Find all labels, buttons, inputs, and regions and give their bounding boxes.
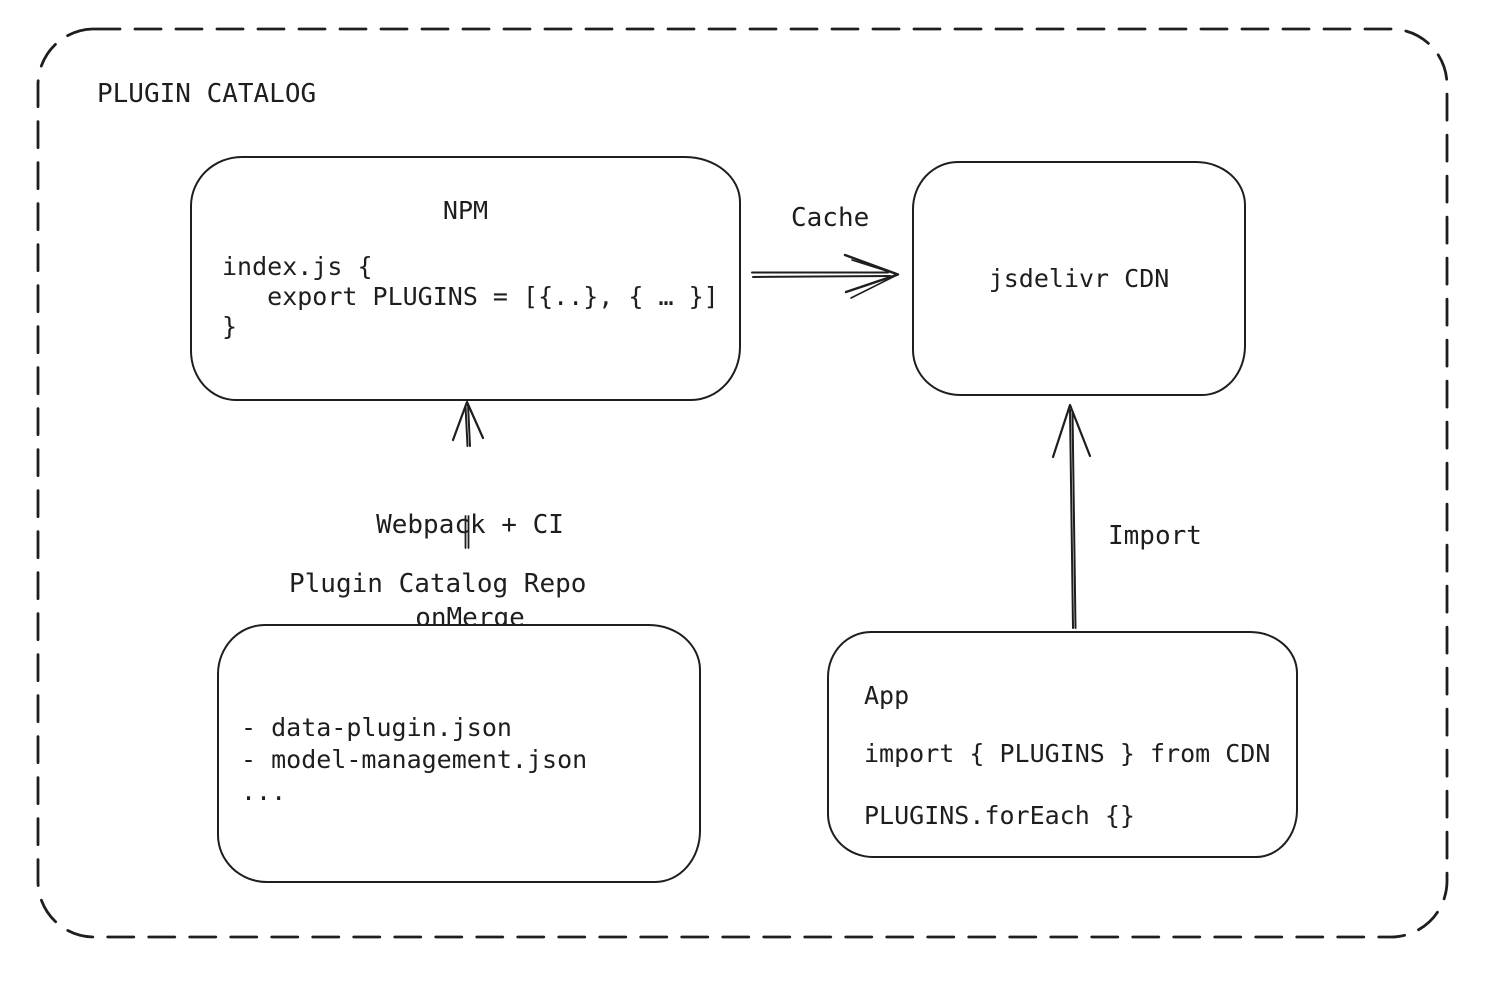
repo-file-item: - model-management.json — [241, 745, 588, 774]
npm-code-block: index.js { export PLUGINS = [{..}, { … }… — [222, 252, 719, 342]
npm-node-title: NPM — [442, 196, 489, 225]
build-edge-label-line1: Webpack + CI — [376, 510, 564, 540]
npm-code-line: } — [222, 312, 238, 341]
app-code-line: import { PLUGINS } from CDN — [864, 739, 1271, 768]
npm-code-line: export PLUGINS = [{..}, { … }] — [222, 282, 719, 311]
import-edge-label: Import — [1108, 521, 1202, 551]
cache-arrow — [751, 253, 900, 299]
repo-node-label: Plugin Catalog Repo — [289, 569, 587, 599]
build-arrow — [451, 400, 485, 447]
repo-file-item: ... — [241, 777, 287, 806]
import-arrow — [1051, 403, 1092, 629]
app-code-line: PLUGINS.forEach {} — [864, 801, 1135, 830]
cdn-node: jsdelivr CDN — [912, 161, 1246, 396]
app-node-title: App — [864, 681, 910, 710]
repo-file-list: - data-plugin.json - model-management.js… — [241, 712, 587, 808]
cache-edge-label: Cache — [791, 203, 870, 233]
diagram-title: PLUGIN CATALOG — [97, 79, 317, 109]
npm-node: NPM index.js { export PLUGINS = [{..}, {… — [190, 156, 741, 401]
repo-node: - data-plugin.json - model-management.js… — [217, 624, 701, 883]
app-node: App import { PLUGINS } from CDN PLUGINS.… — [827, 631, 1298, 858]
repo-file-item: - data-plugin.json — [241, 713, 512, 742]
cdn-node-label: jsdelivr CDN — [988, 263, 1170, 293]
npm-code-line: index.js { — [222, 252, 373, 281]
